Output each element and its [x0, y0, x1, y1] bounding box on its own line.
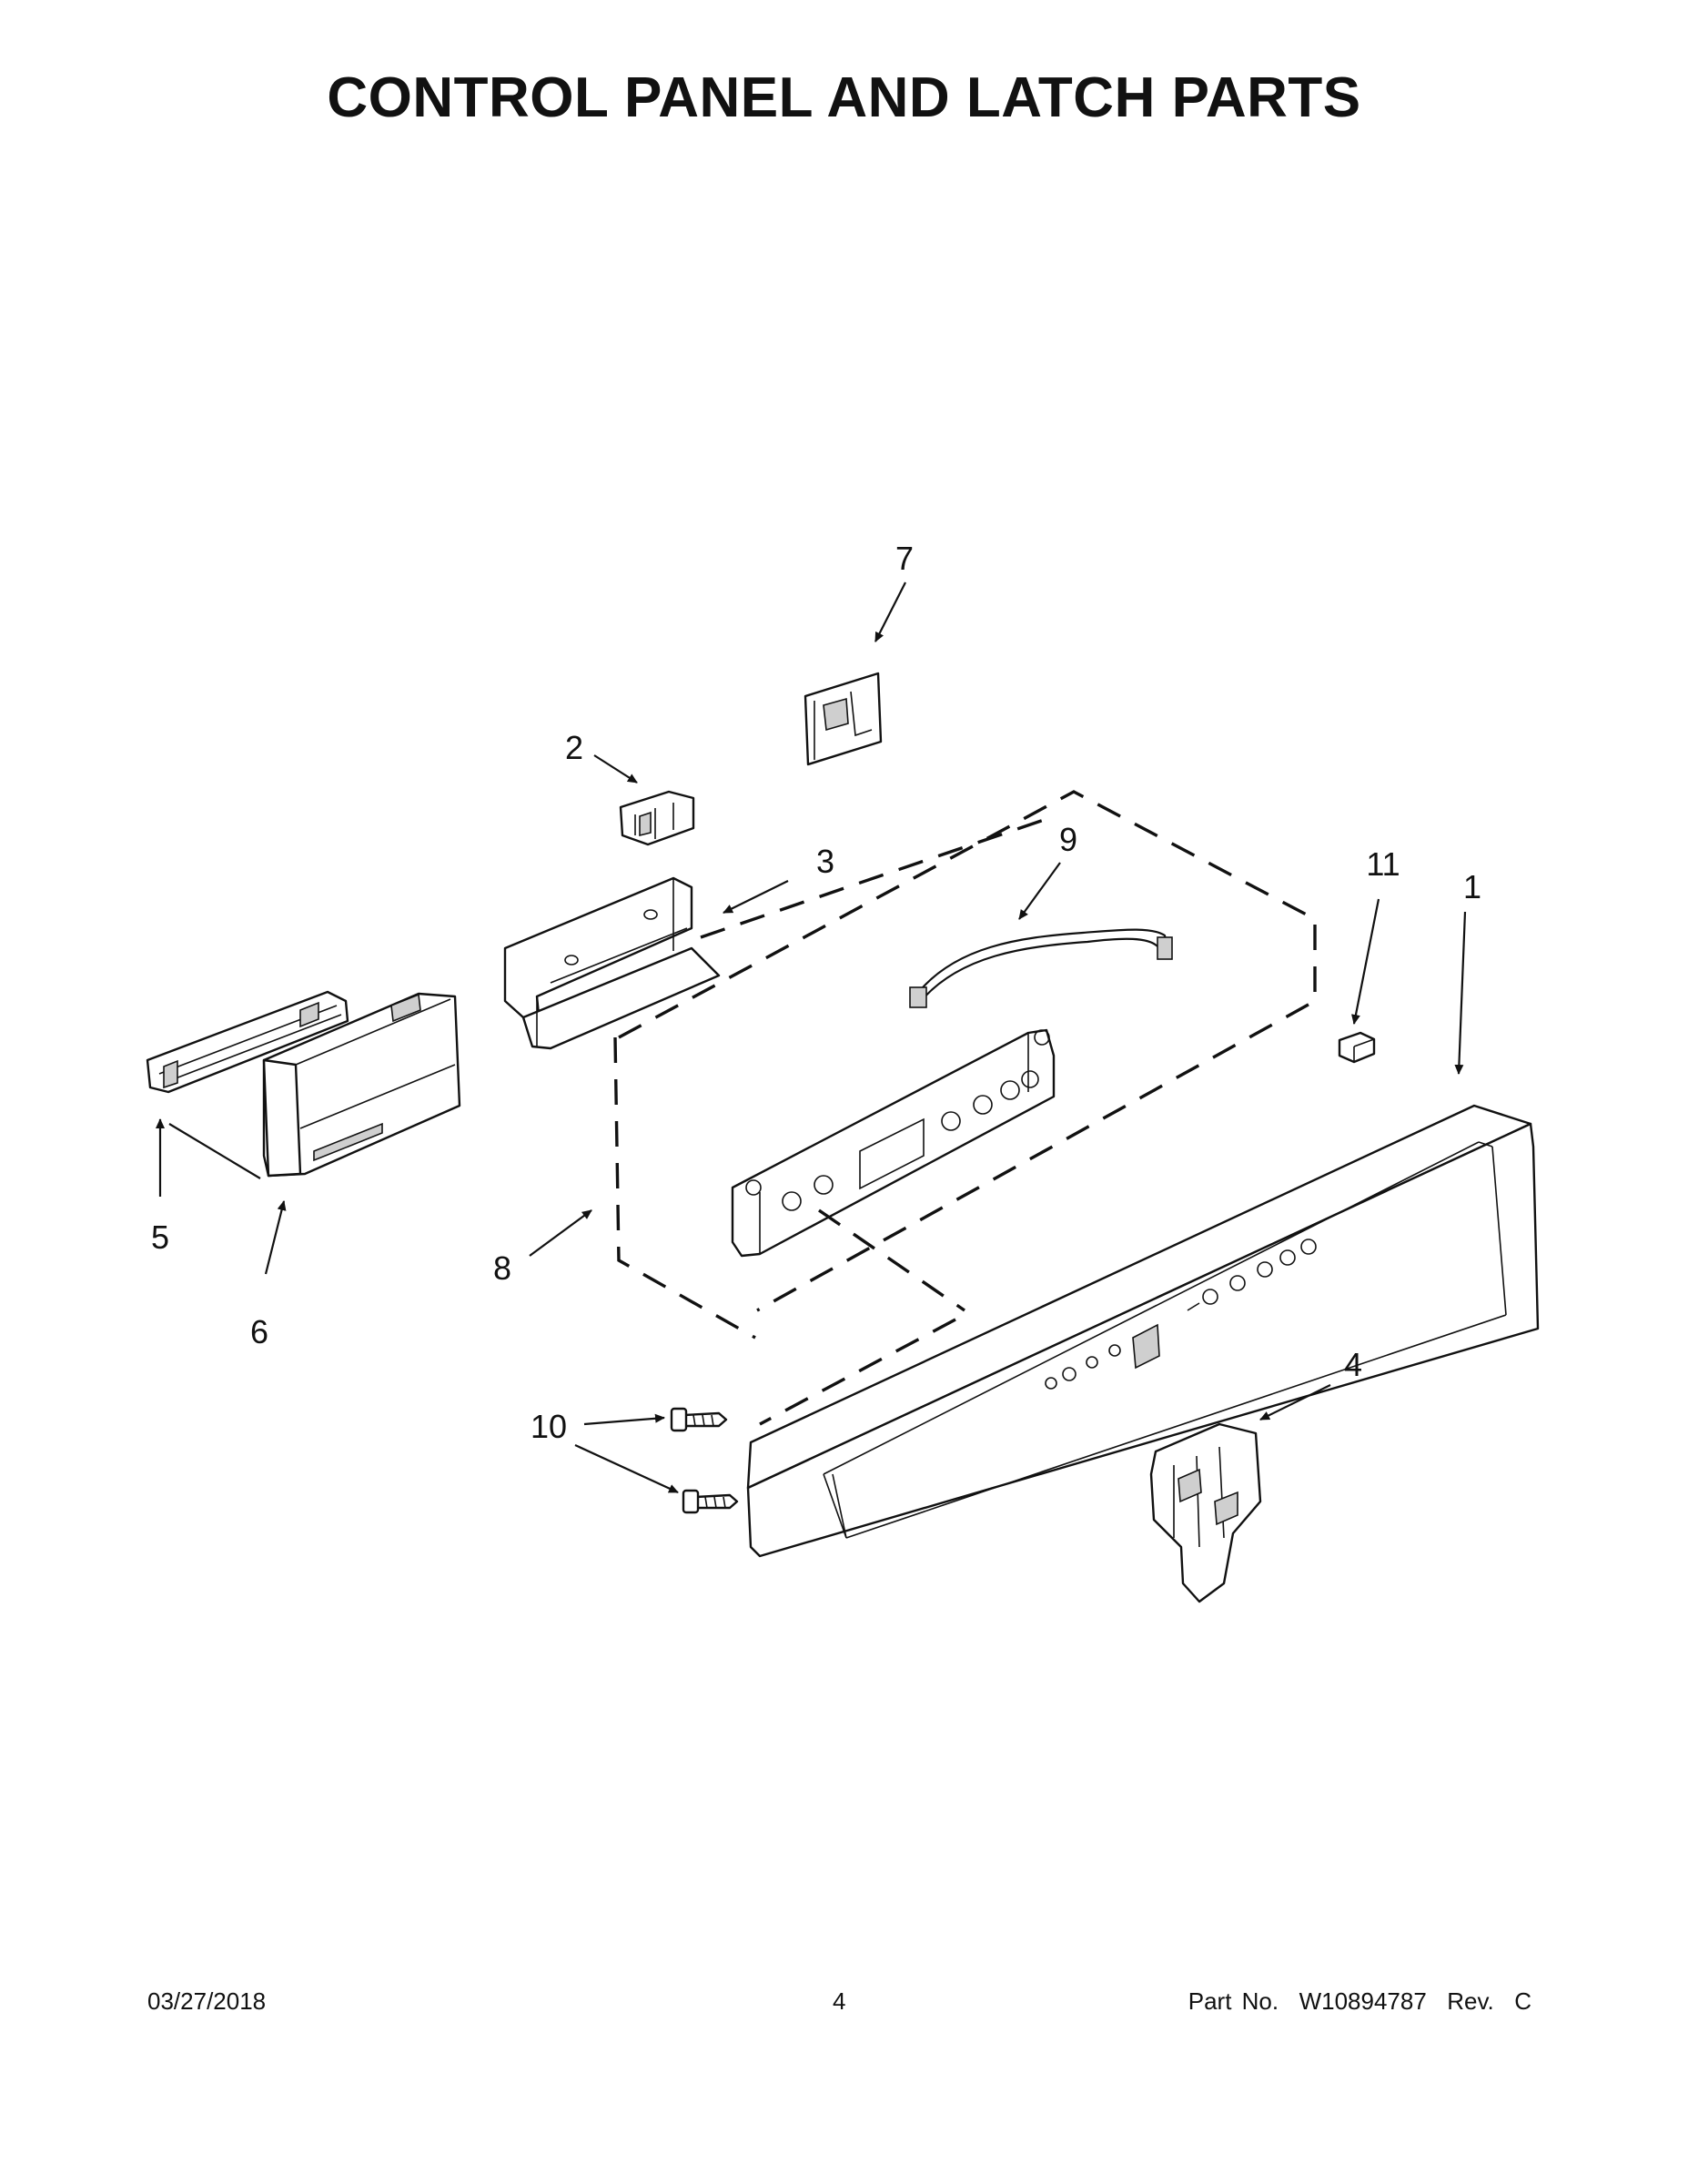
part-10-screws	[670, 1407, 739, 1514]
part-11-clip	[1338, 1031, 1376, 1064]
part-5-rail	[146, 990, 349, 1094]
leader-lines	[156, 581, 1467, 1493]
page-title: CONTROL PANEL AND LATCH PARTS	[327, 66, 1361, 129]
callout-10: 10	[531, 1408, 567, 1445]
footer-page-number: 4	[833, 1987, 846, 2015]
part-7-bracket	[804, 672, 883, 766]
callout-7: 7	[895, 540, 914, 577]
part-2-clip	[619, 790, 695, 846]
part-6-control-board	[262, 992, 461, 1178]
callout-5: 5	[151, 1218, 169, 1256]
footer-date: 03/27/2018	[147, 1987, 267, 2015]
callout-2: 2	[565, 729, 583, 766]
callout-1: 1	[1463, 868, 1481, 905]
callout-4: 4	[1344, 1346, 1362, 1383]
callout-6: 6	[250, 1313, 268, 1350]
part-1-console	[746, 1104, 1540, 1558]
part-3-housing	[503, 876, 721, 1050]
callout-3: 3	[816, 843, 834, 880]
callout-8: 8	[493, 1249, 511, 1287]
part-8-ui-board	[731, 1028, 1056, 1258]
callout-11: 11	[1366, 845, 1400, 883]
part-4-latch	[1149, 1422, 1262, 1603]
footer-part-number: Part No. W10894787 Rev. C	[1188, 1987, 1531, 2015]
assembly-dashed-outline	[613, 790, 1317, 1426]
callout-9: 9	[1059, 821, 1077, 858]
callout-labels: 7 2 3 9 11 1 5 6 8 4 10	[151, 540, 1481, 1445]
part-9-wire-harness	[909, 928, 1173, 1008]
